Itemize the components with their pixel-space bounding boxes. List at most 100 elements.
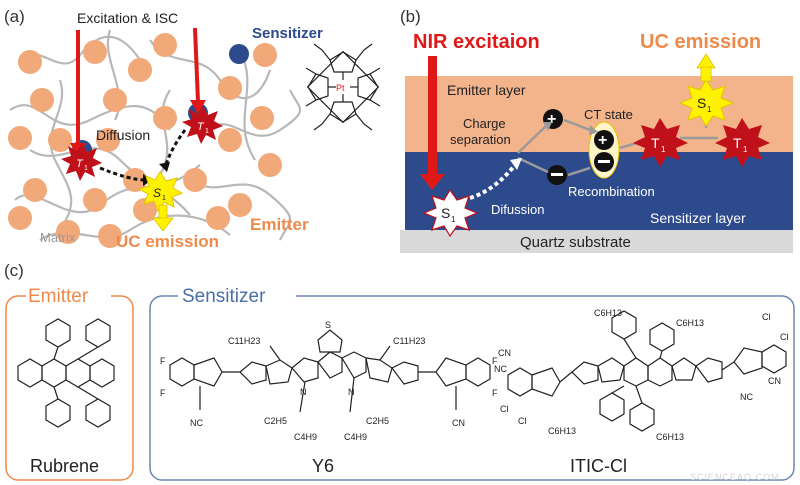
c4h9-label: C4H9 <box>294 432 317 442</box>
sensitizer-label: Sensitizer <box>252 25 323 42</box>
s1-label: S <box>441 205 450 221</box>
c6h13-label: C6H13 <box>594 308 622 318</box>
sensitizer-title: Sensitizer <box>182 286 266 307</box>
panel-a-label: (a) <box>4 7 25 26</box>
emitter-box <box>5 295 134 481</box>
t1-star-b-right: T 1 <box>715 118 770 167</box>
pt-porphyrin-structure <box>305 43 381 131</box>
panel-b-label: (b) <box>400 7 421 26</box>
rubrene-label: Rubrene <box>30 456 99 476</box>
matrix-label: Matrix <box>40 230 76 245</box>
diffusion-arrowhead <box>159 162 170 172</box>
watermark: SCIENCEAQ.COM <box>690 472 780 482</box>
s1-star-b: S 1 <box>678 79 735 127</box>
diffusion-arrows <box>99 129 187 182</box>
emitter-title: Emitter <box>28 286 89 307</box>
panel-b: (b) NIR excitaion UC emission Emitter la… <box>400 7 793 253</box>
f-label: F <box>160 388 166 398</box>
itic-cl-label: ITIC-Cl <box>570 456 627 476</box>
charge-separation-line2: separation <box>450 132 511 147</box>
t1-label: T <box>651 135 660 151</box>
nc-label: NC <box>494 364 507 374</box>
ct-state-label: CT state <box>584 107 633 122</box>
diffusion-label: Diffusion <box>96 127 150 143</box>
n-label: N <box>300 387 307 397</box>
f-label: F <box>492 356 498 366</box>
arrowhead <box>543 122 552 131</box>
s-label: S <box>325 320 331 330</box>
emitter-title-bg <box>26 283 111 307</box>
uc-emission-label: UC emission <box>116 232 219 251</box>
s1-subscript: 1 <box>162 195 166 202</box>
s1-label: S <box>153 186 161 200</box>
cl-label: Cl <box>762 312 771 322</box>
quartz-substrate <box>400 230 793 253</box>
t1-label: T <box>197 121 205 133</box>
quartz-label: Quartz substrate <box>520 234 631 251</box>
panel-c: (c) Emitter Sensitizer Rubrene <box>4 261 795 481</box>
emitter-layer-label: Emitter layer <box>447 82 526 98</box>
t1-subscript: 1 <box>661 145 666 154</box>
t1-label: T <box>733 135 742 151</box>
sensitizer-layer-label: Sensitizer layer <box>650 210 746 226</box>
cl-label: Cl <box>780 332 789 342</box>
y6-structure <box>169 329 491 413</box>
uc-up-arrow <box>696 53 716 82</box>
cn-label: CN <box>498 348 511 358</box>
electron-icon <box>547 165 567 185</box>
sensitizer-title-bg <box>178 283 296 307</box>
s1-star: S 1 <box>137 171 184 213</box>
c4h9-label: C4H9 <box>344 432 367 442</box>
svg-text:+: + <box>547 111 556 128</box>
recombination-label: Recombination <box>568 184 655 199</box>
t1-star-b-left: T 1 <box>633 118 688 167</box>
uc-emission-arrow <box>152 204 174 232</box>
f-label: F <box>160 356 166 366</box>
uc-emission-label-b: UC emission <box>640 31 761 53</box>
cl-label: Cl <box>518 416 527 426</box>
t1-subscript: 1 <box>84 165 88 172</box>
svg-text:+: + <box>598 132 607 149</box>
cn-label: CN <box>452 418 465 428</box>
c2h5-label: C2H5 <box>366 416 389 426</box>
ct-state-pair: + <box>588 121 620 179</box>
s1-subscript: 1 <box>707 105 712 114</box>
c6h13-label: C6H13 <box>548 426 576 436</box>
t1-label: T <box>76 158 84 170</box>
cn-label: CN <box>768 376 781 386</box>
charge-separation-line1: Charge <box>463 116 506 131</box>
excitation-isc-label: Excitation & ISC <box>77 10 178 26</box>
t1-star-right: T 1 <box>182 106 223 144</box>
nir-arrow <box>420 56 445 190</box>
c6h13-label: C6H13 <box>656 432 684 442</box>
t1-subscript: 1 <box>743 145 748 154</box>
pt-label: Pt <box>336 83 345 93</box>
rubrene-structure <box>17 318 115 428</box>
s1-star-sensitizer: S 1 <box>422 188 479 238</box>
c11h23-label: C11H23 <box>393 336 425 346</box>
nc-label: NC <box>190 418 203 428</box>
y6-label: Y6 <box>312 456 334 476</box>
arrowhead <box>589 125 598 135</box>
arrowhead <box>510 158 522 170</box>
n-label: N <box>348 387 355 397</box>
cl-label: Cl <box>500 404 509 414</box>
s1-subscript: 1 <box>451 215 456 224</box>
difussion-dotted-arrow <box>469 163 517 200</box>
emitter-label: Emitter <box>250 215 309 234</box>
nc-label: NC <box>740 392 753 402</box>
itic-cl-structure <box>507 310 787 432</box>
nir-excitation-label: NIR excitaion <box>413 31 540 53</box>
c2h5-label: C2H5 <box>264 416 287 426</box>
f-label: F <box>492 388 498 398</box>
emitter-molecules <box>8 33 282 248</box>
sensitizer-box <box>149 295 795 481</box>
c11h23-label: C11H23 <box>228 336 260 346</box>
difussion-label: Difussion <box>491 202 544 217</box>
panel-a: (a) <box>4 7 381 251</box>
s1-label: S <box>697 95 706 111</box>
t1-star-left: T 1 <box>61 143 102 181</box>
t1-subscript: 1 <box>205 128 209 135</box>
panel-c-label: (c) <box>4 261 24 280</box>
